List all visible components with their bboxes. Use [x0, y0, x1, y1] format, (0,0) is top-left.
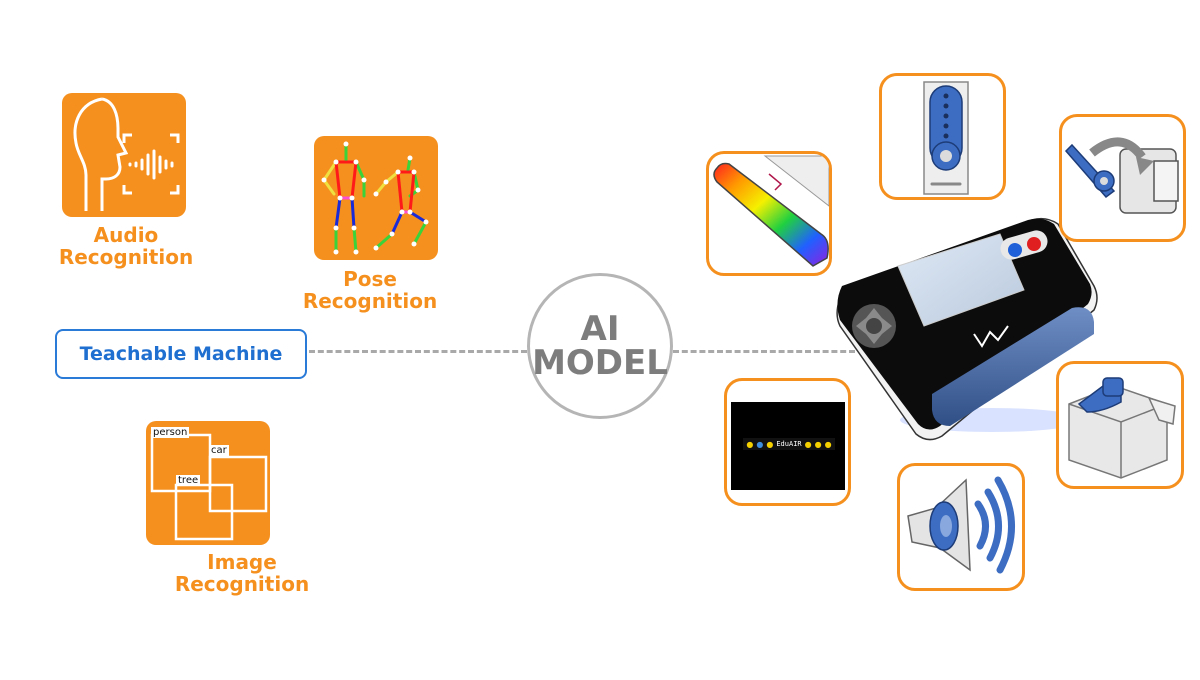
- display-emoji-row: ● ● ● EduAIR ● ● ●: [743, 438, 835, 450]
- output-led-strip-card: [706, 151, 832, 276]
- servo-block-icon: [1068, 377, 1176, 479]
- output-servo-block-card: [1056, 361, 1184, 489]
- ai-model-circle: AI MODEL: [527, 273, 673, 419]
- emoji-wink-icon: ●: [824, 439, 832, 449]
- ai-model-line2: MODEL: [532, 343, 668, 383]
- audio-recognition-tile: [62, 93, 186, 217]
- pose-recognition-label: Pose Recognition: [302, 267, 438, 313]
- image-recognition-tile: person car tree: [146, 421, 270, 545]
- output-servo-horn-card: [879, 73, 1006, 200]
- emoji-smile-icon: ●: [804, 439, 812, 449]
- face-sound-icon: [73, 97, 180, 211]
- image-recognition-label: Image Recognition: [174, 550, 310, 596]
- person-box-label: person: [151, 427, 190, 438]
- car-box-label: car: [209, 445, 229, 456]
- output-display-card: ● ● ● EduAIR ● ● ●: [724, 378, 851, 506]
- eduair-device: [832, 214, 1102, 444]
- display-text: EduAIR: [776, 440, 802, 448]
- teachable-machine-label: Teachable Machine: [79, 343, 283, 365]
- rainbow-led-icon: [713, 155, 829, 267]
- connector-right: [673, 350, 855, 353]
- emoji-smile-icon: ●: [766, 439, 774, 449]
- output-speaker-card: [897, 463, 1025, 591]
- audio-recognition-label: Audio Recognition: [58, 223, 194, 269]
- emoji-globe-icon: ●: [756, 439, 764, 449]
- speaker-icon: [907, 476, 1015, 574]
- output-servo-rotation-card: [1059, 114, 1186, 242]
- eduair-logo-icon: [973, 325, 1009, 348]
- connector-left: [309, 350, 527, 353]
- servo-rotation-icon: [1064, 137, 1179, 214]
- ai-model-line1: AI: [580, 309, 620, 349]
- teachable-machine-button[interactable]: Teachable Machine: [55, 329, 307, 379]
- pose-recognition-tile: [314, 136, 438, 260]
- pose-skeleton-icon: [321, 141, 429, 255]
- bounding-boxes-icon: [150, 433, 268, 541]
- tree-box-label: tree: [176, 475, 201, 486]
- servo-horn-icon: [923, 81, 969, 195]
- display-screen: ● ● ● EduAIR ● ● ●: [731, 402, 845, 490]
- emoji-laugh-icon: ●: [814, 439, 822, 449]
- emoji-smile-icon: ●: [746, 439, 754, 449]
